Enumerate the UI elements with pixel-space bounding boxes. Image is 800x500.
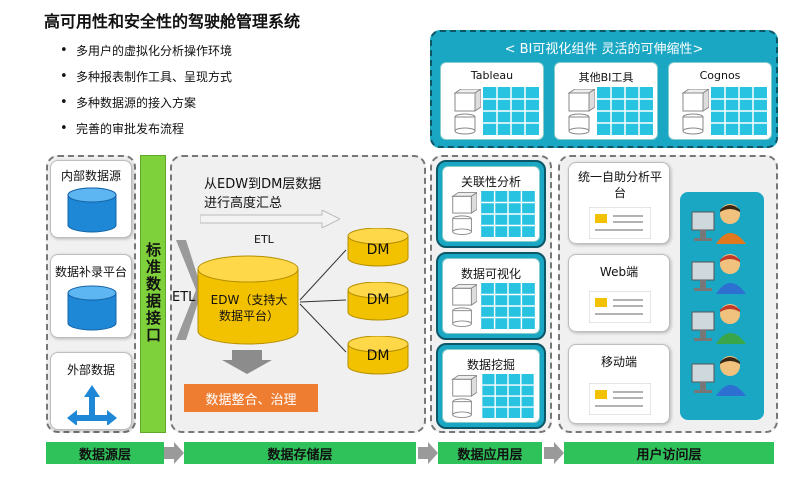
etl-top-label: ETL — [254, 233, 274, 246]
layer-arrow-icon — [418, 442, 438, 464]
edw-dm-connectors — [299, 249, 347, 353]
inflow-arrow — [176, 240, 202, 340]
bullet-item: 多种数据源的接入方案 — [60, 90, 232, 116]
bi-tool-label: 其他BI工具 — [578, 71, 634, 84]
db-cube-icon — [451, 374, 477, 418]
grid-table-icon — [711, 87, 767, 135]
source-supplement[interactable]: 数据补录平台 — [50, 254, 132, 338]
access-item-self-service[interactable]: 统一自助分析平台 — [568, 162, 670, 244]
user-at-computer-icon — [691, 204, 746, 244]
dm-database-icon — [347, 228, 409, 267]
layer-bar-application: 数据应用层 — [438, 442, 542, 464]
standard-interface-bar: 标准数据接口 — [140, 155, 166, 433]
source-label: 内部数据源 — [60, 169, 121, 183]
db-cube-icon — [453, 89, 481, 135]
app-item-card: 数据挖掘 — [442, 349, 540, 423]
bi-tool-label: Cognos — [699, 69, 741, 82]
user-at-computer-icon — [691, 254, 746, 294]
source-label: 外部数据 — [66, 363, 115, 377]
data-governance-button[interactable]: 数据整合、治理 — [184, 384, 318, 412]
app-item-label: 关联性分析 — [460, 175, 521, 189]
database-icon — [67, 187, 117, 233]
app-item-mining[interactable]: 数据挖掘 — [436, 343, 546, 429]
grid-table-icon — [597, 87, 653, 135]
layer-bar-access: 用户访问层 — [564, 442, 774, 464]
bi-components-panel: < BI可视化组件 灵活的可伸缩性> Tableau 其他BI工具 — [430, 30, 778, 148]
etl-left-label: ETL — [172, 290, 196, 305]
bi-panel-header: < BI可视化组件 灵活的可伸缩性> — [504, 42, 704, 57]
db-cube-icon — [451, 283, 477, 327]
app-item-visualization[interactable]: 数据可视化 — [436, 252, 546, 340]
user-at-computer-icon — [691, 356, 746, 396]
access-item-mobile[interactable]: 移动端 — [568, 344, 670, 424]
summary-text: 从EDW到DM层数据进行高度汇总 — [204, 177, 322, 211]
app-item-correlation[interactable]: 关联性分析 — [436, 160, 546, 248]
bi-tool-label: Tableau — [470, 69, 514, 82]
source-external[interactable]: 外部数据 — [50, 352, 132, 430]
feature-bullets: 多用户的虚拟化分析操作环境 多种报表制作工具、呈现方式 多种数据源的接入方案 完… — [60, 38, 232, 142]
grid-table-icon — [482, 374, 534, 418]
layer-arrow-icon — [164, 442, 184, 464]
edw-database-icon — [197, 255, 299, 345]
source-label: 数据补录平台 — [54, 265, 127, 279]
dm-label: DM — [366, 348, 390, 364]
layer-bar-source: 数据源层 — [46, 442, 164, 464]
document-icon — [589, 207, 651, 239]
standard-interface-label: 标准数据接口 — [144, 242, 162, 344]
db-cube-icon — [451, 191, 477, 236]
bullet-item: 多用户的虚拟化分析操作环境 — [60, 38, 232, 64]
distribute-arrows-icon — [67, 385, 117, 425]
user-at-computer-icon — [691, 304, 746, 344]
bi-tool-cognos[interactable]: Cognos — [668, 62, 772, 140]
dm-label: DM — [366, 242, 390, 258]
access-item-label: 移动端 — [600, 355, 637, 369]
dm-database-icon — [347, 336, 409, 375]
bi-tool-tableau[interactable]: Tableau — [440, 62, 544, 140]
database-icon — [67, 285, 117, 331]
bullet-item: 多种报表制作工具、呈现方式 — [60, 64, 232, 90]
grid-table-icon — [481, 283, 535, 329]
dm-label: DM — [366, 292, 390, 308]
edw-label: EDW（支持大数据平台） — [210, 293, 288, 323]
app-item-card: 关联性分析 — [442, 166, 540, 242]
source-internal[interactable]: 内部数据源 — [50, 160, 132, 238]
db-cube-icon — [567, 89, 595, 135]
down-arrow-icon — [222, 350, 272, 374]
bullet-item: 完善的审批发布流程 — [60, 116, 232, 142]
access-item-web[interactable]: Web端 — [568, 254, 670, 332]
bi-tool-other[interactable]: 其他BI工具 — [554, 62, 658, 140]
app-item-label: 数据挖掘 — [466, 358, 515, 372]
layer-arrow-icon — [544, 442, 564, 464]
app-item-label: 数据可视化 — [460, 267, 521, 281]
app-item-card: 数据可视化 — [442, 258, 540, 334]
layer-bar-storage: 数据存储层 — [184, 442, 416, 464]
access-item-label: Web端 — [599, 265, 639, 279]
grid-table-icon — [481, 191, 535, 237]
grid-table-icon — [483, 87, 539, 135]
document-icon — [589, 383, 651, 415]
document-icon — [589, 291, 651, 323]
access-item-label: 统一自助分析平台 — [577, 170, 662, 200]
page-title: 高可用性和安全性的驾驶舱管理系统 — [44, 12, 301, 31]
dm-database-icon — [347, 282, 409, 321]
db-cube-icon — [681, 89, 709, 135]
summary-arrow — [200, 210, 340, 228]
